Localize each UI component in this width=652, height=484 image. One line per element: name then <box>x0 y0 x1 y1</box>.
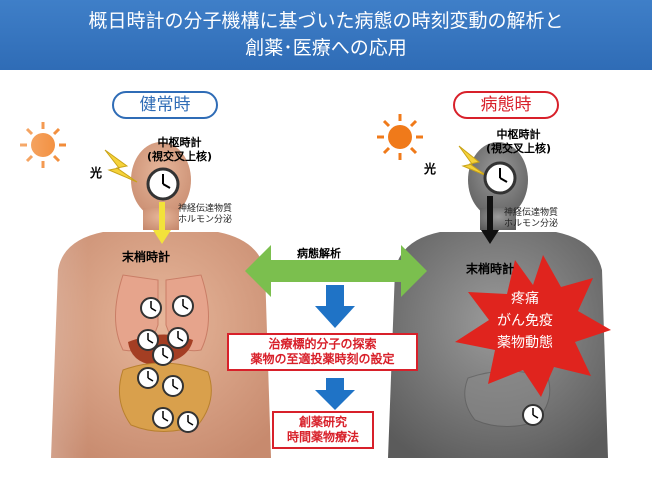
condition-list: 疼痛 がん免疫 薬物動態 <box>475 288 575 354</box>
disease-peripheral-clock-label: 末梢時計 <box>466 262 515 276</box>
target-discovery-line2: 薬物の至適投薬時刻の設定 <box>250 352 395 366</box>
condition-item: 疼痛 <box>511 291 539 307</box>
healthy-signal-label: 神経伝達物質 ホルモン分泌 <box>178 204 232 226</box>
healthy-central-clock-label: 中枢時計 (視交叉上核) <box>147 136 212 164</box>
condition-item: 薬物動態 <box>497 335 553 351</box>
condition-item: がん免疫 <box>497 313 553 329</box>
analysis-arrow-label: 病態解析 <box>297 247 341 260</box>
healthy-central-clock-line1: 中枢時計 <box>157 136 202 149</box>
disease-signal-label: 神経伝達物質 ホルモン分泌 <box>504 208 558 230</box>
diagram-graphics <box>13 80 640 458</box>
disease-central-clock-line2: (視交叉上核) <box>486 142 552 155</box>
header-title-line1: 概日時計の分子機構に基づいた病態の時刻変動の解析と <box>88 10 564 32</box>
header-title-line2: 創薬･医療への応用 <box>245 37 407 59</box>
target-discovery-line1: 治療標的分子の探索 <box>268 337 377 351</box>
drug-research-line2: 時間薬物療法 <box>286 430 359 444</box>
disease-central-clock-line1: 中枢時計 <box>496 128 541 141</box>
diagram-stage <box>13 80 640 458</box>
healthy-light-label: 光 <box>90 166 103 180</box>
healthy-central-clock-line2: (視交叉上核) <box>147 150 213 163</box>
disease-signal-line2: ホルモン分泌 <box>504 219 559 229</box>
healthy-peripheral-clock-label: 末梢時計 <box>122 250 171 264</box>
disease-title-badge: 病態時 <box>453 91 559 119</box>
healthy-signal-line1: 神経伝達物質 <box>178 204 233 214</box>
disease-signal-line1: 神経伝達物質 <box>504 208 559 218</box>
disease-light-label: 光 <box>424 162 437 176</box>
header-banner: 概日時計の分子機構に基づいた病態の時刻変動の解析と 創薬･医療への応用 <box>0 0 652 70</box>
target-discovery-box: 治療標的分子の探索 薬物の至適投薬時刻の設定 <box>227 333 418 371</box>
drug-research-box: 創薬研究 時間薬物療法 <box>272 411 374 449</box>
healthy-title-badge: 健常時 <box>112 91 218 119</box>
drug-research-line1: 創薬研究 <box>298 415 347 429</box>
healthy-signal-line2: ホルモン分泌 <box>178 215 233 225</box>
disease-central-clock-label: 中枢時計 (視交叉上核) <box>486 128 551 156</box>
